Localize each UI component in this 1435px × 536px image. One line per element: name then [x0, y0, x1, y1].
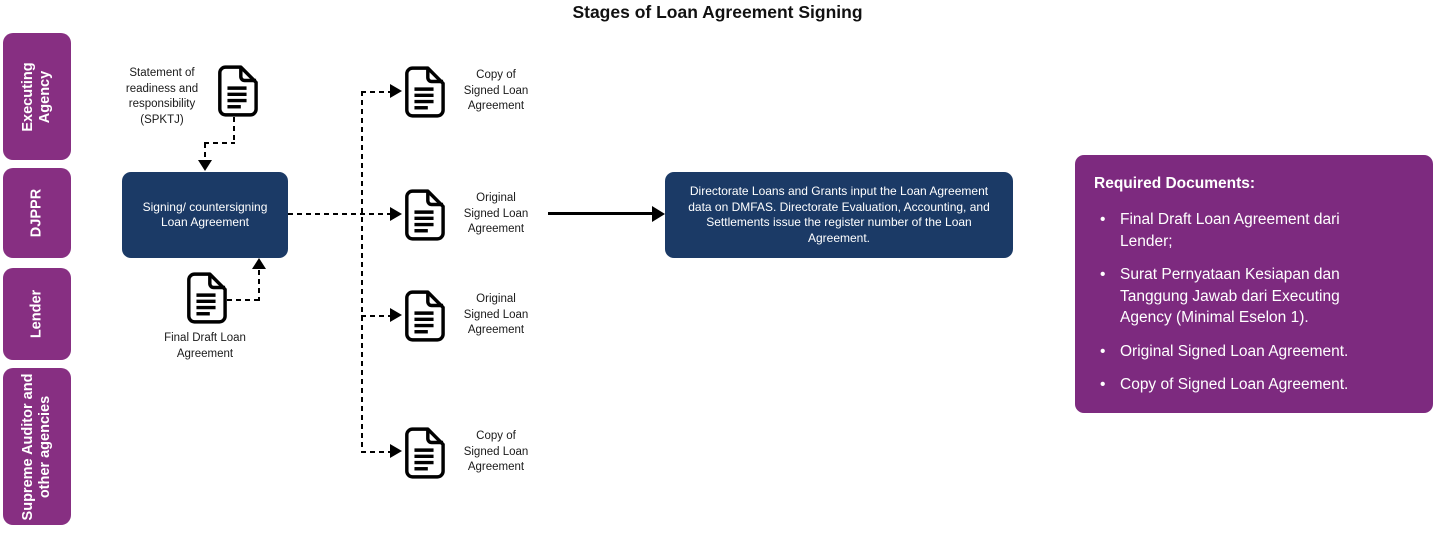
arrowhead-right-icon — [390, 84, 402, 98]
arrowhead-up-icon — [252, 258, 266, 269]
output-document-label: Copy of Signed Loan Agreement — [463, 69, 529, 112]
dashed-connector — [258, 270, 260, 301]
arrowhead-right-icon — [390, 207, 402, 221]
document-icon — [403, 66, 445, 118]
required-documents-list: Final Draft Loan Agreement dari Lender; … — [1094, 209, 1415, 396]
dashed-connector — [361, 451, 390, 453]
swimlane-lender: Lender — [3, 268, 71, 360]
dashed-connector — [288, 213, 390, 215]
directorate-step-text: Directorate Loans and Grants input the L… — [688, 184, 990, 245]
document-icon — [185, 272, 227, 324]
signing-step-box: Signing/ countersigning Loan Agreement — [122, 172, 288, 258]
swimlane-supreme-auditor: Supreme Auditor and other agencies — [3, 368, 71, 525]
swimlane-label: DJPPR — [28, 188, 45, 238]
dashed-connector — [204, 143, 206, 160]
directorate-step-box: Directorate Loans and Grants input the L… — [665, 172, 1013, 258]
spktj-document-label: Statement of readiness and responsibilit… — [125, 67, 199, 126]
document-icon — [403, 189, 445, 241]
dashed-connector — [204, 142, 235, 144]
required-document-item: Final Draft Loan Agreement dari Lender; — [1094, 209, 1370, 252]
page-title: Stages of Loan Agreement Signing — [572, 2, 863, 22]
document-icon — [403, 290, 445, 342]
signing-step-text: Signing/ countersigning Loan Agreement — [142, 199, 268, 230]
solid-connector — [548, 212, 653, 215]
required-document-item: Original Signed Loan Agreement. — [1094, 341, 1370, 363]
output-document-label: Copy of Signed Loan Agreement — [463, 430, 529, 473]
arrowhead-right-icon — [652, 206, 665, 222]
dashed-connector — [361, 315, 390, 317]
dashed-connector — [227, 299, 260, 301]
swimlane-label: Lender — [28, 289, 45, 339]
dashed-connector — [361, 91, 363, 452]
swimlane-label: Executing Agency — [20, 61, 53, 132]
required-document-item: Copy of Signed Loan Agreement. — [1094, 374, 1370, 396]
swimlane-djppr: DJPPR — [3, 168, 71, 258]
required-document-item: Surat Pernyataan Kesiapan dan Tanggung J… — [1094, 264, 1370, 329]
swimlane-executing-agency: Executing Agency — [3, 33, 71, 160]
dashed-connector — [361, 91, 390, 93]
required-documents-panel: Required Documents: Final Draft Loan Agr… — [1075, 155, 1433, 413]
document-icon — [216, 65, 258, 117]
output-document-label: Original Signed Loan Agreement — [463, 192, 529, 235]
swimlane-label: Supreme Auditor and other agencies — [20, 373, 53, 520]
document-icon — [403, 427, 445, 479]
arrowhead-right-icon — [390, 444, 402, 458]
arrowhead-down-icon — [198, 160, 212, 171]
arrowhead-right-icon — [390, 308, 402, 322]
dashed-connector — [233, 117, 235, 144]
output-document-label: Original Signed Loan Agreement — [463, 293, 529, 336]
required-documents-heading: Required Documents: — [1094, 175, 1256, 192]
final-draft-label: Final Draft Loan Agreement — [164, 332, 246, 360]
